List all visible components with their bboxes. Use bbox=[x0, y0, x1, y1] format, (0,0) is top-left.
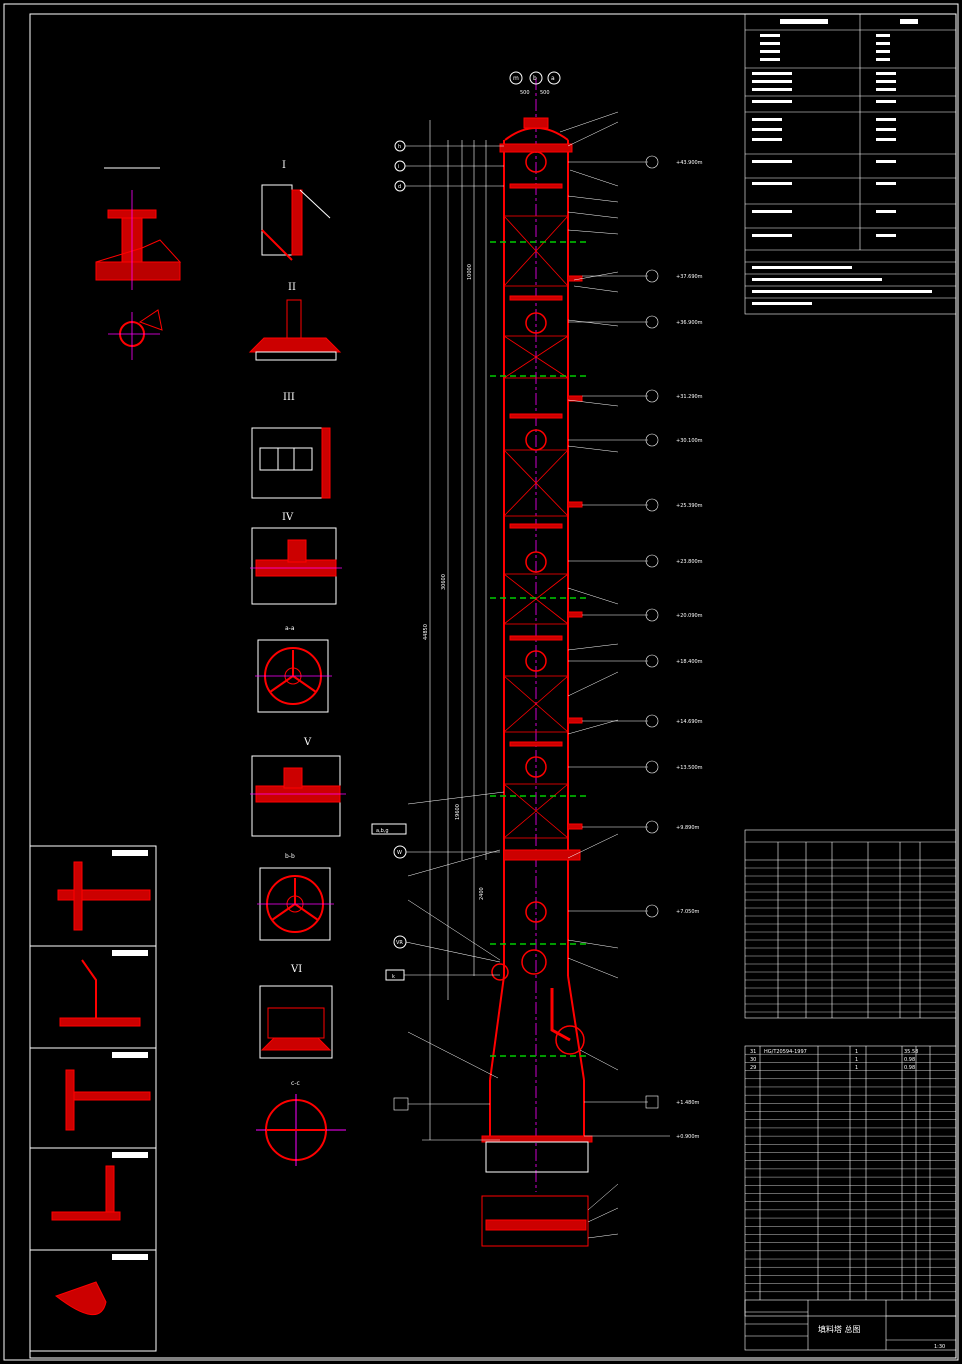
elev-2: +37.690m bbox=[676, 274, 703, 280]
section-label-iv: IV bbox=[282, 512, 294, 523]
parts-rows bbox=[745, 1053, 956, 1293]
dim-3: 10000 bbox=[467, 264, 473, 280]
detail-views-left: I II III IV a-a V bbox=[95, 160, 346, 1166]
elev-1: +43.900m bbox=[676, 160, 703, 166]
elev-5: +30.100m bbox=[676, 438, 703, 444]
dim-1: 30600 bbox=[441, 574, 447, 590]
elev-9: +18.400m bbox=[676, 659, 703, 665]
title-block bbox=[744, 1299, 957, 1351]
section-label-ii: II bbox=[288, 282, 296, 293]
nozzle-left-k: k bbox=[392, 974, 395, 980]
part-qty-30: 1 bbox=[855, 1057, 858, 1063]
nozzle-table-rows bbox=[745, 867, 956, 1013]
nozzle-top-a: a bbox=[551, 75, 555, 82]
section-label-iii: III bbox=[283, 392, 295, 403]
dim-4: 2400 bbox=[479, 887, 485, 900]
elev-11: +13.500m bbox=[676, 765, 703, 771]
dim-2: 19600 bbox=[455, 804, 461, 820]
technical-data-table bbox=[744, 13, 957, 315]
section-label-v: V bbox=[303, 737, 312, 748]
part-weight-30: 0.98 bbox=[904, 1057, 915, 1063]
section-label-b: b-b bbox=[285, 853, 295, 860]
nozzle-left-i: i bbox=[398, 164, 399, 170]
parts-list bbox=[744, 1045, 957, 1317]
section-label-vi: VI bbox=[290, 964, 302, 975]
nozzle-top-m: m bbox=[513, 75, 519, 82]
scale-text: 1:30 bbox=[934, 1344, 945, 1350]
part-no-29: 29 bbox=[750, 1065, 756, 1071]
part-qty-31: 1 bbox=[855, 1049, 858, 1055]
elev-13: +7.050m bbox=[676, 909, 700, 915]
nozzle-left-abg: a,b,g bbox=[376, 828, 389, 834]
elev-8: +20.090m bbox=[676, 613, 703, 619]
title-text: 填料塔 总图 bbox=[818, 1324, 861, 1334]
technical-data-fills bbox=[752, 19, 932, 305]
nozzle-left-d: d bbox=[398, 184, 401, 190]
part-weight-31: 35.58 bbox=[904, 1049, 918, 1055]
weld-details bbox=[29, 845, 157, 1352]
part-weight-29: 0.98 bbox=[904, 1065, 915, 1071]
elev-3: +36.900m bbox=[676, 320, 703, 326]
elevation-markers: +43.900m +37.690m +36.900m +31.290m +30.… bbox=[568, 155, 703, 1140]
part-qty-29: 1 bbox=[855, 1065, 858, 1071]
elev-12: +9.890m bbox=[676, 825, 700, 831]
tower-elevation: 44850 30600 19600 10000 2400 500 500 m b… bbox=[371, 71, 703, 1247]
part-code-31: HG/T20594-1997 bbox=[764, 1049, 807, 1055]
section-label-a: a-a bbox=[285, 625, 295, 632]
elev-4: +31.290m bbox=[676, 394, 703, 400]
nozzle-left-vr: VR bbox=[396, 940, 403, 946]
nozzle-left-w: W bbox=[397, 850, 402, 856]
elev-15: +0.900m bbox=[676, 1134, 700, 1140]
elev-7: +23.800m bbox=[676, 559, 703, 565]
elev-10: +14.690m bbox=[676, 719, 703, 725]
elev-6: +25.390m bbox=[676, 503, 703, 509]
dim-top-b: 500 bbox=[540, 90, 550, 96]
dim-overall: 44850 bbox=[423, 624, 429, 640]
part-no-30: 30 bbox=[750, 1057, 756, 1063]
elev-14: +1.480m bbox=[676, 1100, 700, 1106]
part-no-31: 31 bbox=[750, 1049, 756, 1055]
section-label-i: I bbox=[282, 160, 286, 171]
section-label-c: c-c bbox=[291, 1080, 300, 1087]
nozzle-top-b: b bbox=[533, 75, 537, 82]
nozzle-left-h: h bbox=[398, 144, 401, 150]
dim-top-a: 500 bbox=[520, 90, 530, 96]
